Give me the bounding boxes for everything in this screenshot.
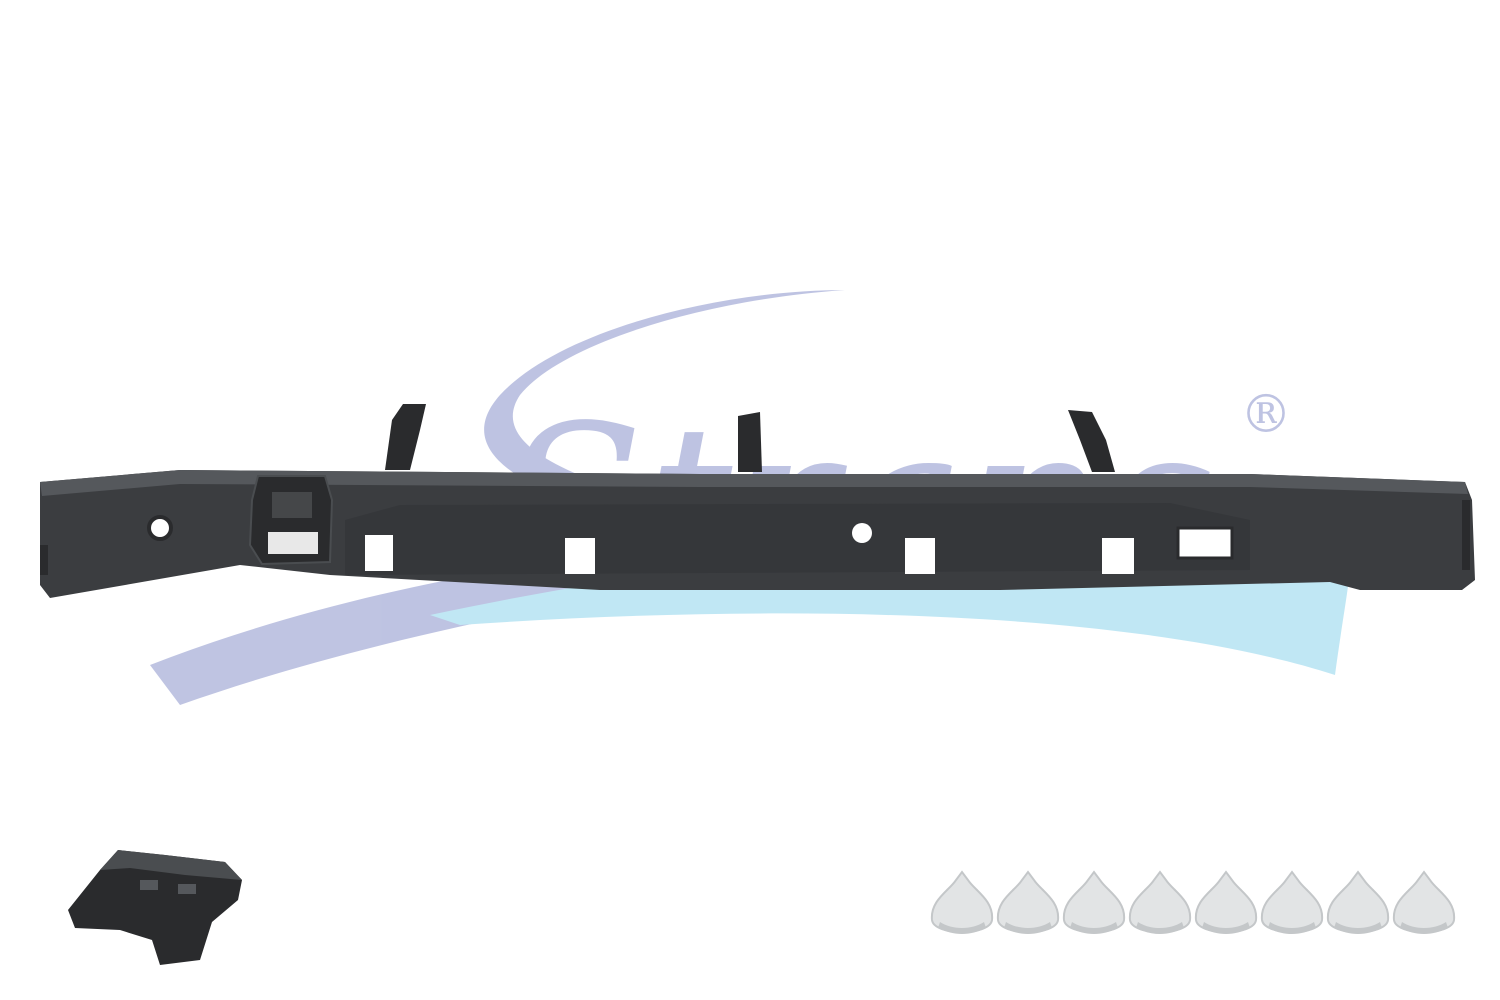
bar-cutout-3	[905, 538, 935, 574]
left-clip-window	[268, 532, 318, 554]
push-in-clip	[1194, 870, 1258, 934]
bar-cutout-1	[365, 535, 393, 571]
push-in-clip	[996, 870, 1060, 934]
push-in-clip-shade	[1070, 922, 1118, 934]
bar-cutout-4	[1102, 538, 1134, 574]
push-in-clip-shade	[1202, 922, 1250, 934]
watermark-registered-mark: ®	[1240, 385, 1292, 445]
bracket-slot-1	[140, 880, 158, 890]
bumper-reinforcement-bar	[40, 404, 1475, 598]
push-in-clips-group	[930, 870, 1456, 934]
mount-tab-right	[1068, 410, 1115, 472]
bar-round-hole-left	[147, 515, 173, 541]
push-in-clip	[1392, 870, 1456, 934]
mount-tab-left	[385, 404, 426, 470]
bracket-top-ridge	[100, 850, 242, 880]
bar-cutout-2	[565, 538, 595, 574]
push-in-clip	[1062, 870, 1126, 934]
push-in-clip-shade	[1400, 922, 1448, 934]
push-in-clip-shade	[938, 922, 986, 934]
mount-tab-center	[738, 412, 762, 472]
bar-round-hole-center	[852, 523, 872, 543]
push-in-clip	[1260, 870, 1324, 934]
left-clip-window-upper	[272, 492, 312, 518]
push-in-clip	[1128, 870, 1192, 934]
push-in-clip-shade	[1004, 922, 1052, 934]
push-in-clip	[1326, 870, 1390, 934]
bar-end-slot-right	[1462, 500, 1470, 570]
bar-cutout-5	[1176, 526, 1234, 560]
push-in-clip-shade	[1268, 922, 1316, 934]
push-in-clip-shade	[1136, 922, 1184, 934]
mounting-bracket-clip	[68, 850, 242, 965]
push-in-clip	[930, 870, 994, 934]
bracket-slot-2	[178, 884, 196, 894]
push-in-clip-shade	[1334, 922, 1382, 934]
bracket-body	[68, 850, 242, 965]
bar-top-edge	[40, 470, 1468, 496]
bar-end-slot-left	[40, 545, 48, 575]
